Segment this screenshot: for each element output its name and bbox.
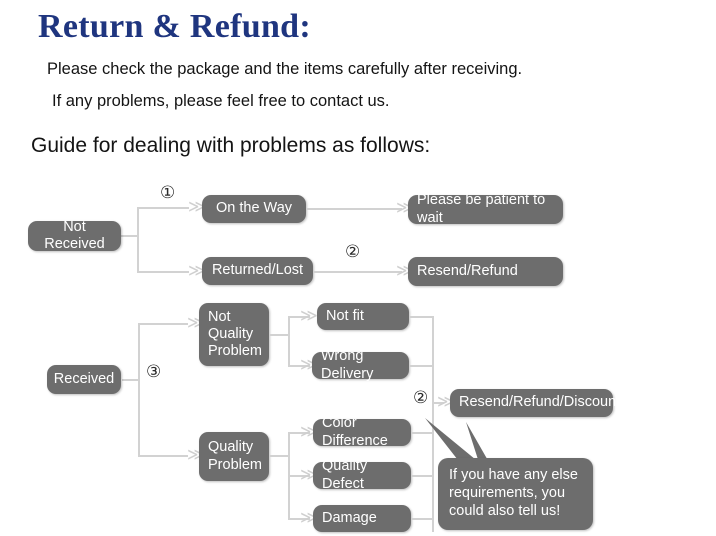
connector-to-damage [288, 518, 310, 520]
callout-note-text: If you have any else requirements, you c… [449, 467, 578, 520]
connector-to-quality-defect [288, 475, 310, 477]
node-quality-defect-label: Quality Defect [322, 458, 368, 492]
marker-two-bottom: ② [412, 388, 430, 408]
node-resend-refund-discount-label: Resend/Refund/Discount [459, 394, 621, 411]
node-not-fit-label: Not fit [326, 307, 364, 324]
node-received-label: Received [53, 370, 115, 387]
connector-not-fit-join [409, 316, 432, 318]
marker-two-top: ② [345, 242, 361, 262]
node-wrong-delivery: Wrong Delivery [312, 348, 409, 382]
connector-damage-join [411, 518, 432, 520]
node-damage: Damage [313, 505, 411, 532]
guide-heading: Guide for dealing with problems as follo… [31, 134, 431, 157]
node-resend-refund: Resend/Refund [408, 257, 563, 286]
node-on-the-way: On the Way [202, 195, 306, 223]
node-please-be-patient-label: Please be patient to wait [417, 192, 546, 226]
page-title: Return & Refund: [38, 8, 312, 45]
node-quality-defect: Quality Defect [313, 458, 411, 492]
node-color-difference: Color Difference [313, 415, 411, 449]
connector-to-returned-lost [137, 271, 189, 273]
connector-on-the-way-out [306, 208, 402, 210]
connector-not-quality-split [288, 316, 290, 366]
connector-outcomes-collector [432, 316, 434, 532]
connector-color-difference-join [411, 432, 432, 434]
node-not-fit: Not fit [317, 303, 409, 330]
marker-one: ① [160, 183, 176, 203]
connector-wrong-delivery-join [409, 365, 432, 367]
node-damage-label: Damage [322, 509, 377, 526]
marker-three: ③ [146, 362, 162, 382]
connector-received-stub [122, 379, 139, 381]
node-returned-lost: Returned/Lost [202, 257, 313, 285]
node-not-received: Not Received [28, 218, 121, 252]
arrowhead-not-fit: ≫ [300, 306, 318, 326]
arrowhead-on-the-way: ≫ [188, 197, 206, 217]
node-on-the-way-label: On the Way [215, 200, 293, 217]
node-not-quality-problem: Not Quality Problem [199, 303, 269, 366]
node-not-quality-problem-label: Not Quality Problem [208, 308, 262, 360]
arrowhead-damage: ≫ [300, 508, 318, 528]
arrowhead-quality-defect: ≫ [300, 465, 318, 485]
node-not-received-label: Not Received [44, 218, 105, 252]
node-resend-refund-discount: Resend/Refund/Discount [450, 389, 620, 417]
node-returned-lost-label: Returned/Lost [211, 262, 304, 279]
connector-not-received-vertical [137, 207, 139, 273]
connector-to-not-quality [138, 323, 188, 325]
connector-returned-lost-out [313, 271, 402, 273]
arrowhead-returned-lost: ≫ [188, 261, 206, 281]
connector-received-vertical [138, 323, 140, 457]
connector-to-on-the-way [137, 207, 189, 209]
connector-to-quality [138, 455, 188, 457]
node-please-be-patient: Please be patient to wait [408, 192, 563, 226]
connector-collector-out [432, 402, 444, 404]
connector-quality-defect-join [411, 475, 432, 477]
arrowhead-color-difference: ≫ [300, 422, 318, 442]
connector-not-quality-stub [269, 334, 288, 336]
node-quality-problem: Quality Problem [199, 432, 269, 481]
instruction-line-1: Please check the package and the items c… [47, 60, 523, 78]
connector-quality-stub [269, 455, 288, 457]
connector-to-not-fit [288, 316, 310, 318]
node-color-difference-label: Color Difference [322, 415, 388, 449]
node-quality-problem-label: Quality Problem [208, 439, 262, 473]
node-resend-refund-label: Resend/Refund [417, 262, 518, 279]
connector-to-color-difference [288, 432, 310, 434]
node-received: Received [47, 365, 121, 394]
node-wrong-delivery-label: Wrong Delivery [321, 348, 374, 382]
instruction-line-2: If any problems, please feel free to con… [52, 92, 390, 110]
callout-note: If you have any else requirements, you c… [438, 458, 593, 530]
connector-to-wrong-delivery [288, 365, 310, 367]
arrowhead-resend-refund-discount: ≫ [437, 392, 455, 412]
connector-not-received-stub [121, 235, 137, 237]
